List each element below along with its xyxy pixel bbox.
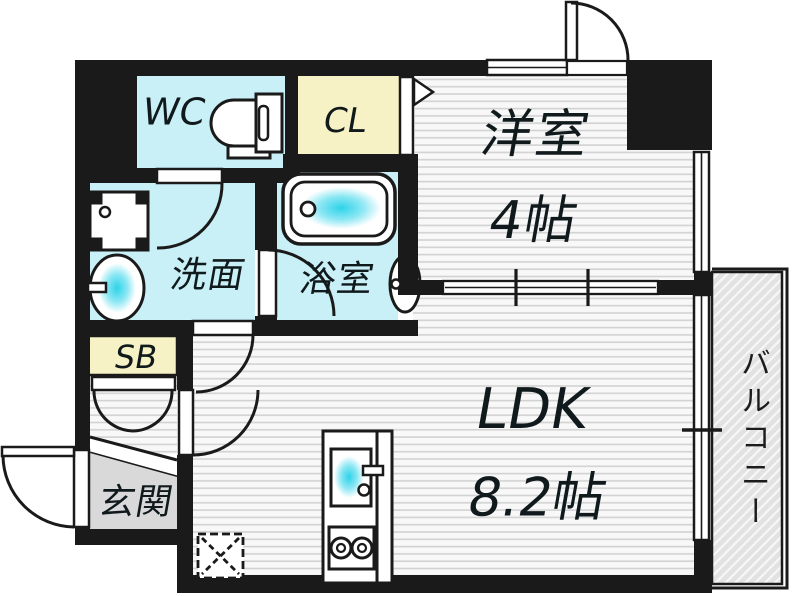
door-bathroom [257, 248, 336, 318]
wall-hall-lower [177, 455, 193, 577]
door-western-room [564, 0, 630, 77]
wall-wc-bottom-right [222, 168, 300, 183]
balcony-structure [710, 267, 789, 590]
wall-right-stub-lower [694, 540, 712, 593]
stove-icon [327, 525, 376, 571]
door-ldk [177, 388, 260, 457]
door-closet [398, 75, 436, 157]
wall-hall-upper [177, 336, 193, 390]
vanity-sink-icon [86, 253, 146, 323]
door-wc [155, 167, 224, 250]
window-western-top [485, 58, 569, 77]
sliding-partition [441, 269, 660, 306]
closet-door-arrow-icon [412, 76, 436, 108]
wall-right-stub-upper [694, 272, 712, 296]
wall-bath-left-upper [255, 180, 277, 250]
wall-cl-bottom [283, 154, 418, 172]
bathtub-icon [281, 172, 397, 246]
entrance-step [90, 437, 177, 477]
kitchen-sink-icon [329, 447, 385, 508]
washing-machine-icon [88, 190, 150, 252]
room-size-western-room: 4帖 [484, 191, 584, 251]
closet-floor [298, 74, 400, 157]
room-label-balcony: バルコニー [735, 347, 770, 533]
windows [441, 58, 722, 542]
wall-left [75, 60, 90, 450]
wall-washroom-bottom-left [75, 320, 193, 336]
room-label-closet: CL [320, 101, 370, 141]
wall-bath-right [398, 154, 418, 295]
wall-top [75, 60, 487, 76]
kitchen-unit-icon [321, 429, 394, 585]
bath-sink-knob-icon [390, 278, 402, 290]
balcony-floor [710, 270, 784, 586]
entrance-floor [90, 453, 177, 530]
door-shoebox-bifold [90, 375, 177, 433]
room-label-washroom: 洗面 [167, 255, 249, 296]
fixtures [86, 92, 402, 585]
wall-bottom [177, 575, 712, 593]
room-label-entrance: 玄関 [95, 482, 177, 523]
wall-wc-left-block [90, 74, 137, 182]
window-balcony-sliding [682, 293, 722, 542]
door-entrance [0, 445, 91, 529]
door-washroom [191, 319, 255, 394]
room-label-western-room: 洋室 [476, 105, 596, 165]
wall-pillar-top-right [627, 60, 712, 150]
window-western-right [692, 150, 711, 274]
room-label-wc: WC [138, 90, 210, 134]
room-label-bathroom: 浴室 [296, 259, 378, 300]
room-label-shoebox: SB [111, 338, 161, 376]
ldk-floor [193, 295, 694, 575]
toilet-icon [209, 92, 284, 160]
wall-washroom-bottom-right [253, 320, 418, 336]
wall-wc-bottom-left [90, 168, 157, 183]
wall-entrance-bottom [75, 529, 193, 545]
doors [0, 0, 630, 529]
balcony-outline [712, 267, 789, 590]
room-size-ldk: 8.2帖 [462, 467, 612, 529]
room-label-ldk: LDK [470, 377, 594, 442]
refrigerator-space-icon [196, 532, 245, 580]
wall-wc-cl-separator [285, 60, 298, 172]
